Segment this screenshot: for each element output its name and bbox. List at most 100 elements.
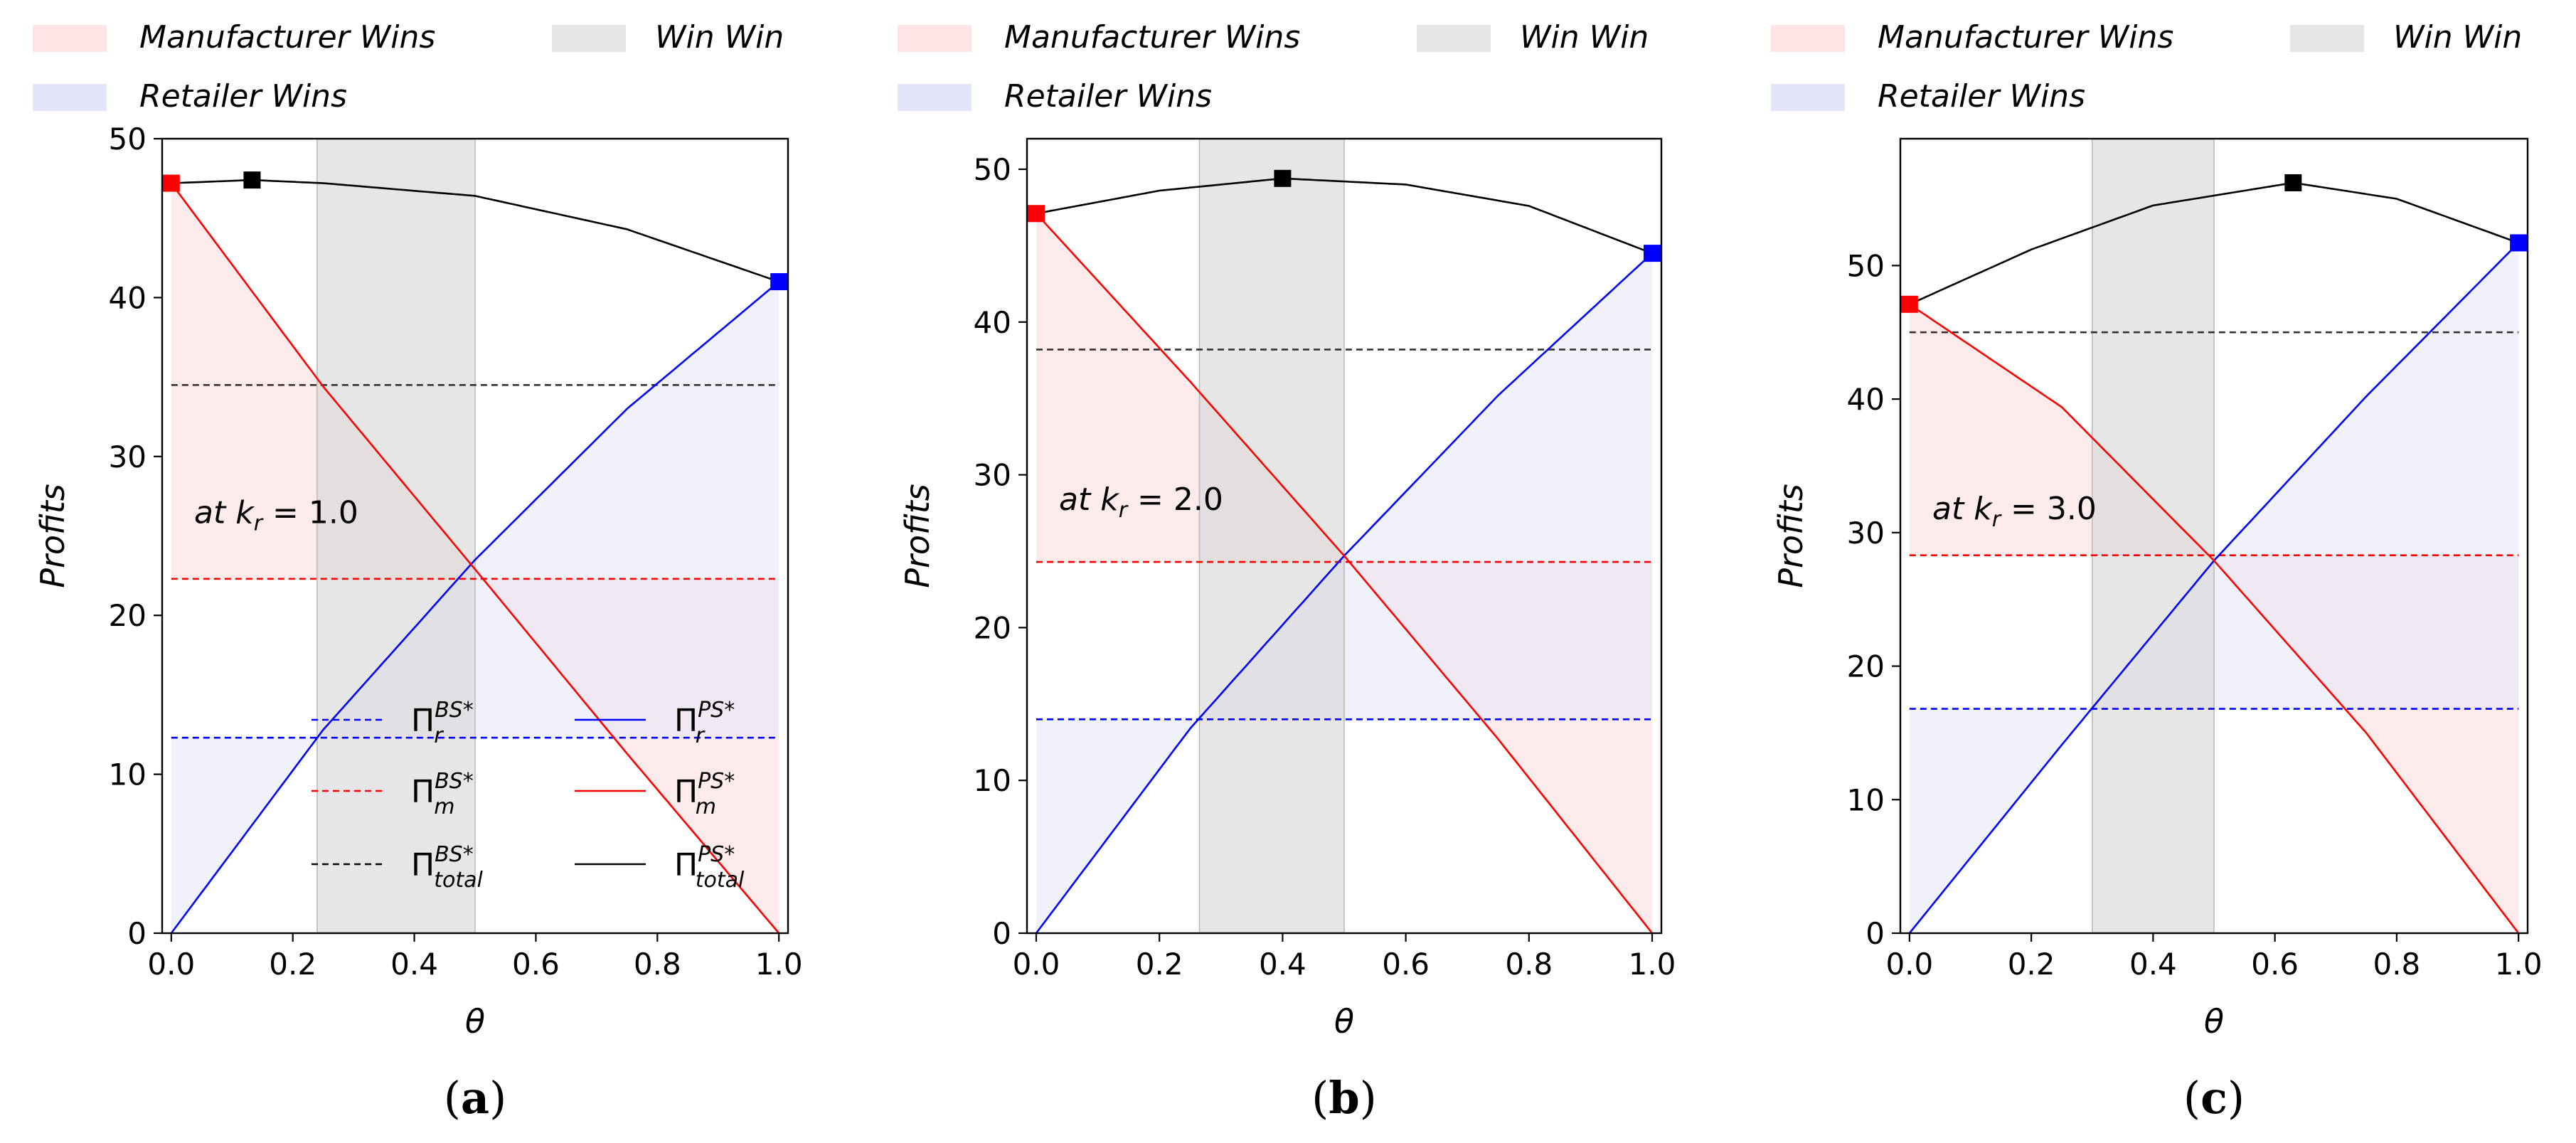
y-tick-label: 10 xyxy=(974,763,1011,798)
annotation-prefix: at xyxy=(1059,482,1100,518)
y-tick-label: 0 xyxy=(127,916,147,951)
y-axis-label: Profits xyxy=(898,484,937,588)
caption-paren-open: ( xyxy=(1311,1072,1329,1124)
panel-caption: (c) xyxy=(2183,1072,2245,1124)
y-tick-label: 50 xyxy=(109,122,147,156)
annotation-var: k xyxy=(1974,491,1993,527)
x-tick-label: 1.0 xyxy=(755,947,803,982)
annotation-var: k xyxy=(1100,482,1119,518)
legend-sup: BS* xyxy=(435,842,474,867)
panel-caption: (a) xyxy=(444,1072,507,1124)
legend-swatch-win-win xyxy=(552,25,626,52)
x-tick-label: 1.0 xyxy=(2495,947,2543,982)
legend-sup: BS* xyxy=(435,698,474,723)
manufacturer-wins-region xyxy=(1036,213,1652,933)
legend-symbol: Π xyxy=(411,774,435,810)
manufacturer-max-marker xyxy=(162,174,180,192)
legend-label-retailer-wins: Retailer Wins xyxy=(139,78,347,115)
x-tick-label: 0.0 xyxy=(1885,947,1933,982)
ps-total-line xyxy=(1036,177,1653,255)
legend-label-retailer-wins: Retailer Wins xyxy=(1004,78,1212,115)
y-tick-label: 0 xyxy=(1866,916,1885,951)
annotation-prefix: at xyxy=(1932,491,1974,527)
ps-manufacturer-line xyxy=(1909,303,2520,934)
legend-sub: r xyxy=(696,723,706,748)
y-tick-label: 30 xyxy=(1847,516,1885,551)
x-tick-label: 0.8 xyxy=(1505,947,1553,982)
legend-label-pi_m_bs: ΠBS*m xyxy=(411,769,474,819)
caption-letter: b xyxy=(1329,1072,1359,1124)
legend-label-retailer-wins: Retailer Wins xyxy=(1878,78,2085,115)
y-tick-label: 40 xyxy=(1847,382,1885,417)
legend-symbol: Π xyxy=(411,847,435,883)
x-tick-label: 0.4 xyxy=(1259,947,1306,982)
win-win-band xyxy=(2091,138,2215,934)
axes-frame xyxy=(1026,137,1663,935)
x-axis-label: θ xyxy=(2204,1002,2224,1041)
y-tick-label: 20 xyxy=(109,598,147,633)
x-tick-label: 0.2 xyxy=(1136,947,1183,982)
x-axis-label: θ xyxy=(1334,1002,1354,1041)
caption-letter: c xyxy=(2200,1072,2228,1124)
annotation-value: = 2.0 xyxy=(1127,482,1223,518)
y-axis-label: Profits xyxy=(1772,484,1810,588)
x-tick-label: 0.4 xyxy=(390,947,438,982)
ps-total-line xyxy=(171,179,779,283)
legend-sup: PS* xyxy=(698,769,735,794)
legend-symbol: Π xyxy=(674,774,698,810)
total-max-marker xyxy=(1274,169,1292,187)
panel-caption: (b) xyxy=(1311,1072,1377,1124)
x-tick-label: 0.0 xyxy=(147,947,195,982)
legend-sub: m xyxy=(434,794,454,819)
x-tick-label: 0.2 xyxy=(269,947,316,982)
x-tick-label: 0.2 xyxy=(2008,947,2055,982)
manufacturer-wins-region xyxy=(171,183,779,934)
legend-sub: r xyxy=(434,723,444,748)
legend-label-pi_m_ps: ΠPS*m xyxy=(674,769,735,819)
caption-paren-open: ( xyxy=(444,1072,461,1124)
axes-frame xyxy=(161,137,789,935)
legend-swatch-retailer-wins xyxy=(33,84,107,111)
y-tick-label: 40 xyxy=(974,305,1011,340)
legend-sup: PS* xyxy=(698,698,735,723)
x-tick-label: 0.4 xyxy=(2129,947,2177,982)
legend-swatch-manufacturer-wins xyxy=(898,25,972,52)
parameter-annotation: at kr = 1.0 xyxy=(194,495,358,536)
legend-label-pi_r_bs: ΠBS*r xyxy=(411,698,474,748)
annotation-var: k xyxy=(235,495,255,531)
legend-sup: BS* xyxy=(435,769,474,794)
legend-swatch-win-win xyxy=(2290,25,2364,52)
y-tick-label: 50 xyxy=(1847,248,1885,283)
y-axis-label: Profits xyxy=(33,484,72,588)
legend-label-pi_total_ps: ΠPS*total xyxy=(674,842,745,893)
ps-total-line xyxy=(1909,182,2519,305)
caption-paren-close: ) xyxy=(1360,1072,1377,1124)
y-tick-label: 20 xyxy=(974,610,1011,645)
legend-swatch-win-win xyxy=(1417,25,1491,52)
y-tick-label: 10 xyxy=(1847,782,1885,817)
x-tick-label: 0.8 xyxy=(2373,947,2420,982)
axes-frame xyxy=(1899,137,2529,935)
y-tick-label: 50 xyxy=(974,152,1011,187)
legend-label-win-win: Win Win xyxy=(2393,19,2522,55)
legend-label-pi_total_bs: ΠBS*total xyxy=(411,842,483,893)
annotation-sub: r xyxy=(254,511,264,536)
legend-swatch-retailer-wins xyxy=(1771,84,1845,111)
legend-symbol: Π xyxy=(411,703,435,739)
manufacturer-max-marker xyxy=(1900,295,1918,313)
y-tick-label: 40 xyxy=(109,280,147,315)
annotation-sub: r xyxy=(1119,498,1129,523)
annotation-value: = 3.0 xyxy=(2001,491,2097,527)
parameter-annotation: at kr = 3.0 xyxy=(1932,491,2097,532)
legend-swatch-manufacturer-wins xyxy=(1771,25,1845,52)
ps-manufacturer-line xyxy=(170,182,780,934)
retailer-max-marker xyxy=(770,273,788,291)
annotation-sub: r xyxy=(1992,507,2002,532)
x-tick-label: 0.6 xyxy=(2251,947,2299,982)
